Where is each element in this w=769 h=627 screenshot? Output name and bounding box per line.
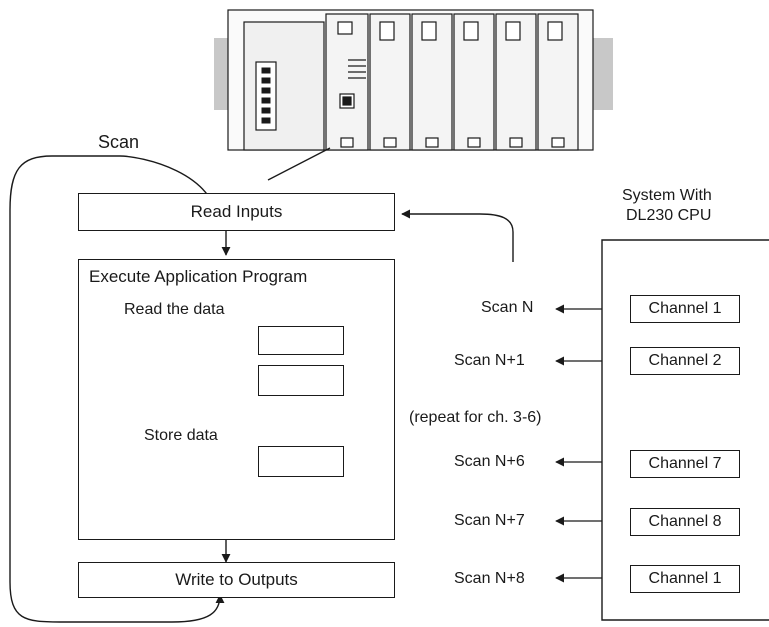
channel-box: Channel 8	[630, 508, 740, 536]
cpu-pointer-line	[267, 147, 331, 181]
scan-label: Scan	[98, 132, 140, 152]
channel-box: Channel 2	[630, 347, 740, 375]
write-outputs-box: Write to Outputs	[78, 562, 395, 598]
plc-rack-illustration	[214, 9, 613, 151]
channel-box: Channel 7	[630, 450, 740, 478]
scan-row-label: Scan N+1	[454, 352, 525, 369]
read-inputs-label: Read Inputs	[190, 202, 283, 221]
ladder-coil-read-1	[258, 326, 344, 355]
io-modules	[369, 13, 579, 151]
repeat-note: (repeat for ch. 3-6)	[409, 409, 542, 426]
system-title-line2: DL230 CPU	[626, 207, 712, 224]
ladder-coil-store	[258, 446, 344, 477]
cpu-module	[325, 13, 369, 151]
system-title-line1: System With	[622, 187, 712, 204]
scan-row-label: Scan N+8	[454, 570, 525, 587]
read-inputs-box: Read Inputs	[78, 193, 395, 231]
scan-row-label: Scan N+7	[454, 512, 525, 529]
channel-box: Channel 1	[630, 565, 740, 593]
execute-program-box: Execute Application Program	[78, 259, 395, 540]
write-outputs-label: Write to Outputs	[175, 570, 298, 589]
return-arrow	[401, 209, 514, 262]
ladder-coil-read-2	[258, 365, 344, 396]
read-the-data-label: Read the data	[124, 301, 225, 318]
terminal-block	[255, 61, 277, 131]
scan-loop	[9, 155, 225, 623]
scan-row-label: Scan N+6	[454, 453, 525, 470]
scan-row-label: Scan N	[481, 299, 534, 316]
store-data-label: Store data	[144, 427, 218, 444]
system-frame	[601, 239, 769, 621]
execute-program-label: Execute Application Program	[89, 267, 308, 286]
channel-box: Channel 1	[630, 295, 740, 323]
